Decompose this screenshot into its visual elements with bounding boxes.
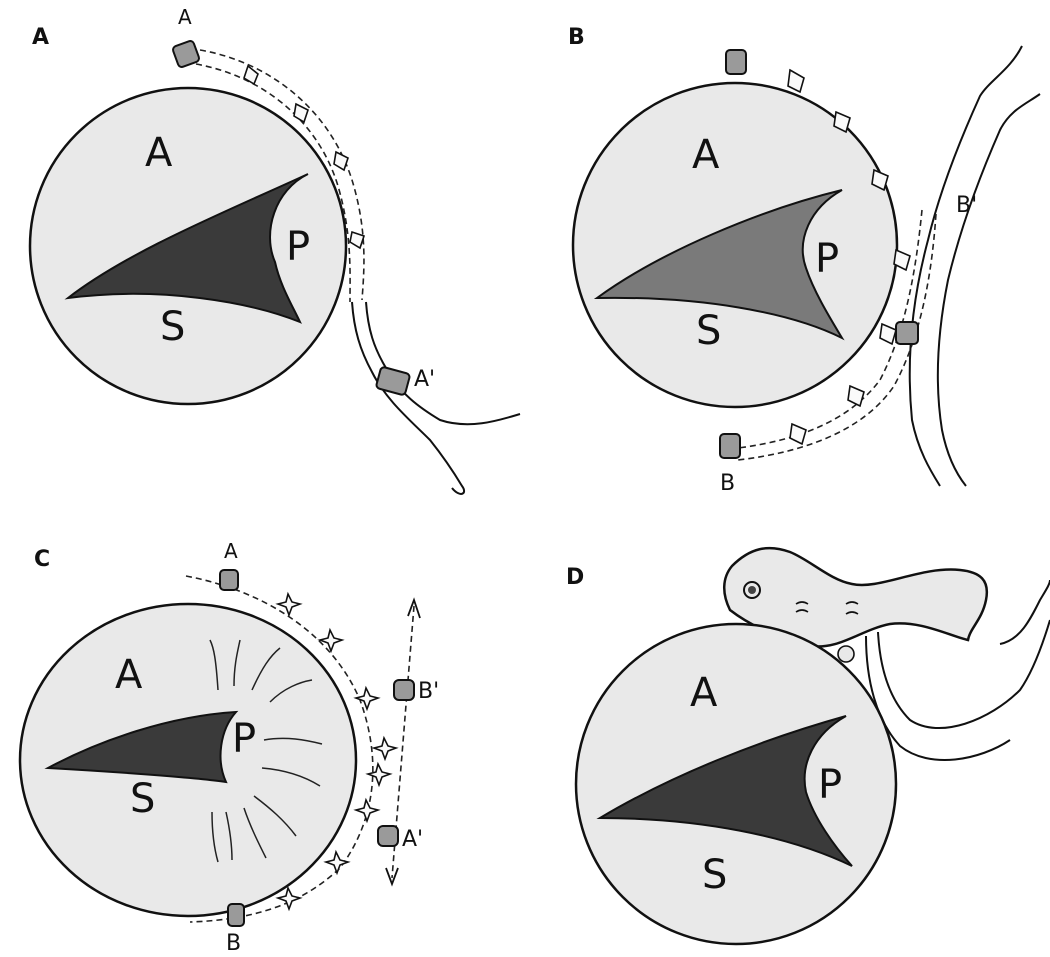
suture-knot	[244, 66, 258, 84]
tubing-left-wall	[910, 46, 1022, 486]
panel-b: B A P S B' B	[568, 25, 1040, 496]
pledget-clip	[220, 570, 238, 590]
suture-knot	[848, 386, 864, 406]
panel-c-label: C	[34, 547, 50, 572]
marker-label: B	[720, 471, 735, 496]
marker-label: B'	[418, 679, 439, 704]
suture-knot	[350, 232, 364, 248]
pledget-clip	[376, 366, 411, 395]
suture-knot	[788, 70, 804, 92]
posterior-leaflet-label: P	[232, 716, 256, 762]
marker-label: A'	[402, 827, 423, 852]
anterior-leaflet-label: A	[115, 652, 143, 698]
septal-leaflet-label: S	[696, 308, 721, 354]
anterior-leaflet-label: A	[690, 670, 718, 716]
tubing-right-wall	[938, 94, 1040, 486]
marker-label: B	[226, 931, 241, 956]
anterior-leaflet-label: A	[145, 130, 173, 176]
septal-leaflet-label: S	[130, 776, 155, 822]
panel-a-label: A	[32, 25, 49, 50]
suture-knot	[790, 424, 806, 444]
posterior-leaflet-label: P	[815, 236, 839, 282]
marker-label: A	[224, 539, 238, 563]
pledget-clip	[394, 680, 414, 700]
tubing-right-wall	[366, 302, 520, 424]
pledget-clip	[838, 646, 854, 662]
anterior-leaflet-label: A	[692, 132, 720, 178]
septal-leaflet-label: S	[160, 304, 185, 350]
posterior-leaflet-label: P	[286, 224, 310, 270]
marker-label: B'	[956, 193, 977, 218]
tubing-end	[1000, 580, 1050, 644]
panel-d-label: D	[566, 565, 584, 590]
panel-d: D A P S	[566, 548, 1050, 944]
pledget-clip	[228, 904, 244, 926]
panel-b-label: B	[568, 25, 585, 50]
suture-knot	[374, 738, 396, 759]
marker-label: A	[178, 5, 192, 29]
panel-c: C A P S A	[20, 539, 439, 956]
panel-a: A A P S A A'	[30, 5, 520, 494]
pledget-clip	[896, 322, 918, 344]
pledget-clip	[720, 434, 740, 458]
posterior-leaflet-label: P	[818, 762, 842, 808]
suture-knot	[356, 800, 378, 821]
suture-knot	[334, 152, 348, 170]
pledget-clip	[726, 50, 746, 74]
suture-knot	[320, 630, 342, 651]
pledget-clip	[172, 40, 200, 68]
suture-knot	[368, 764, 390, 785]
suture-knot	[880, 324, 896, 344]
septal-leaflet-label: S	[702, 852, 727, 898]
marker-label: A'	[414, 367, 435, 392]
suture-knot	[326, 852, 348, 873]
ring-eyelet-icon	[748, 586, 756, 594]
suture-knot	[294, 104, 308, 122]
pledget-clip	[378, 826, 398, 846]
suture-knot	[356, 688, 378, 709]
